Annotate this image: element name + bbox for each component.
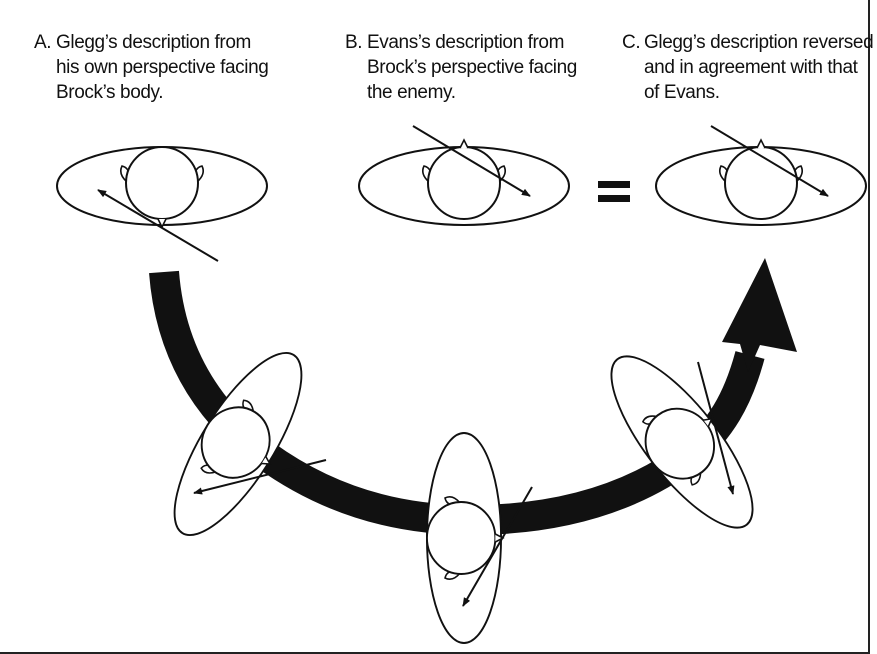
- equals-sign: [598, 181, 630, 202]
- rotation-figure-2-body: [427, 433, 503, 643]
- rotation-arrow-head: [722, 258, 797, 372]
- figure-b-body: [359, 140, 569, 225]
- figure-c-body: [656, 140, 866, 225]
- figure-a-body: [57, 147, 267, 227]
